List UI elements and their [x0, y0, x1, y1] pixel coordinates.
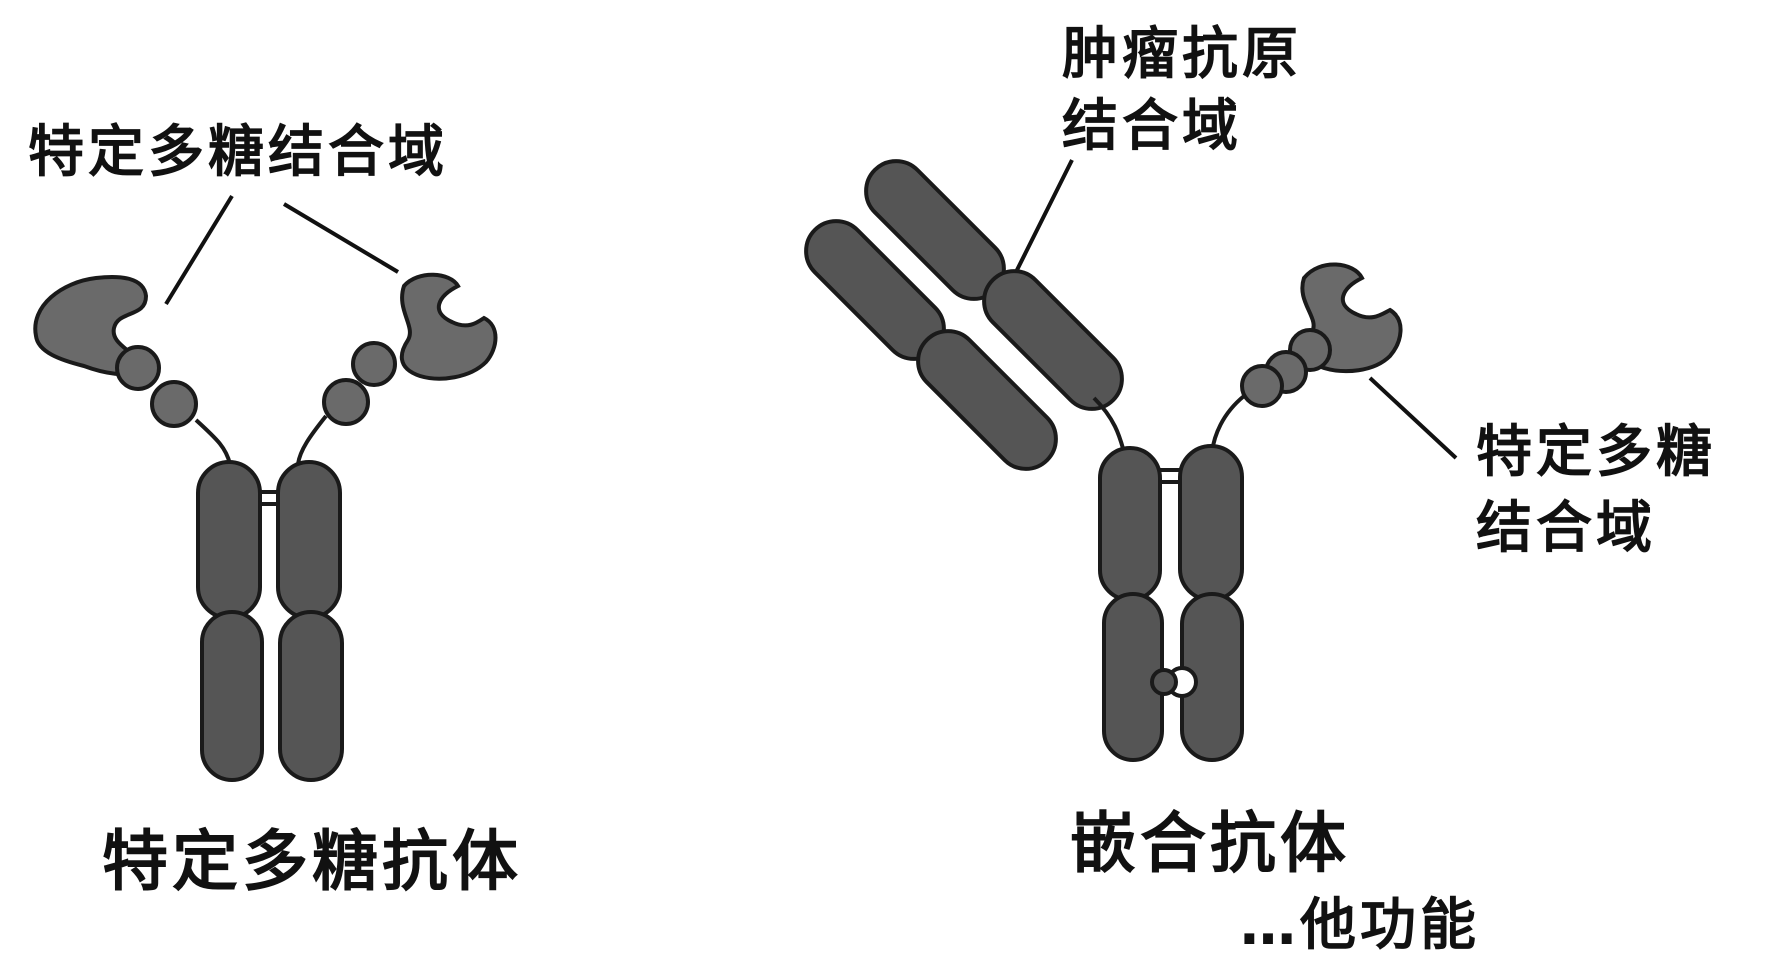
antibody-diagram: 特定多糖结合域 特定多糖抗体 肿瘤抗原 结合域 特定多糖 结合域 嵌合抗体 …他… [0, 0, 1786, 907]
tumor-label-line1: 肿瘤抗原 [1062, 20, 1302, 90]
left-bead-3 [353, 343, 395, 385]
right-constant-domain-2 [1180, 446, 1242, 600]
left-bead-2 [152, 382, 196, 426]
left-domain-label: 特定多糖结合域 [28, 118, 448, 188]
left-bead-4 [324, 380, 368, 424]
partial-bottom-text: …他功能 [1240, 880, 1480, 961]
left-antibody [35, 196, 495, 780]
left-constant-domain-4 [280, 612, 342, 780]
left-bead-1 [117, 347, 159, 389]
left-constant-domain-3 [202, 612, 262, 780]
left-hinge-2 [298, 416, 326, 464]
right-leader-line-polysaccharide [1370, 378, 1456, 458]
right-leader-line-tumor [1010, 160, 1072, 284]
polysaccharide-label-line2: 结合域 [1476, 494, 1656, 564]
right-bead-3 [1242, 366, 1282, 406]
right-constant-domain-1 [1100, 448, 1160, 600]
right-hinge-2 [1212, 396, 1244, 452]
left-constant-domain-1 [198, 462, 260, 618]
right-knob-detail [1152, 670, 1176, 694]
left-constant-domain-2 [278, 462, 340, 618]
left-polysaccharide-binding-domain-2 [402, 275, 496, 379]
right-caption: 嵌合抗体 [1070, 790, 1350, 886]
left-leader-line-2 [284, 204, 398, 272]
right-antibody [794, 149, 1456, 760]
left-hinge-1 [196, 420, 230, 464]
left-caption: 特定多糖抗体 [102, 808, 522, 904]
tumor-label-line2: 结合域 [1062, 92, 1242, 162]
polysaccharide-label-line1: 特定多糖 [1476, 418, 1716, 488]
left-leader-line-1 [166, 196, 232, 304]
